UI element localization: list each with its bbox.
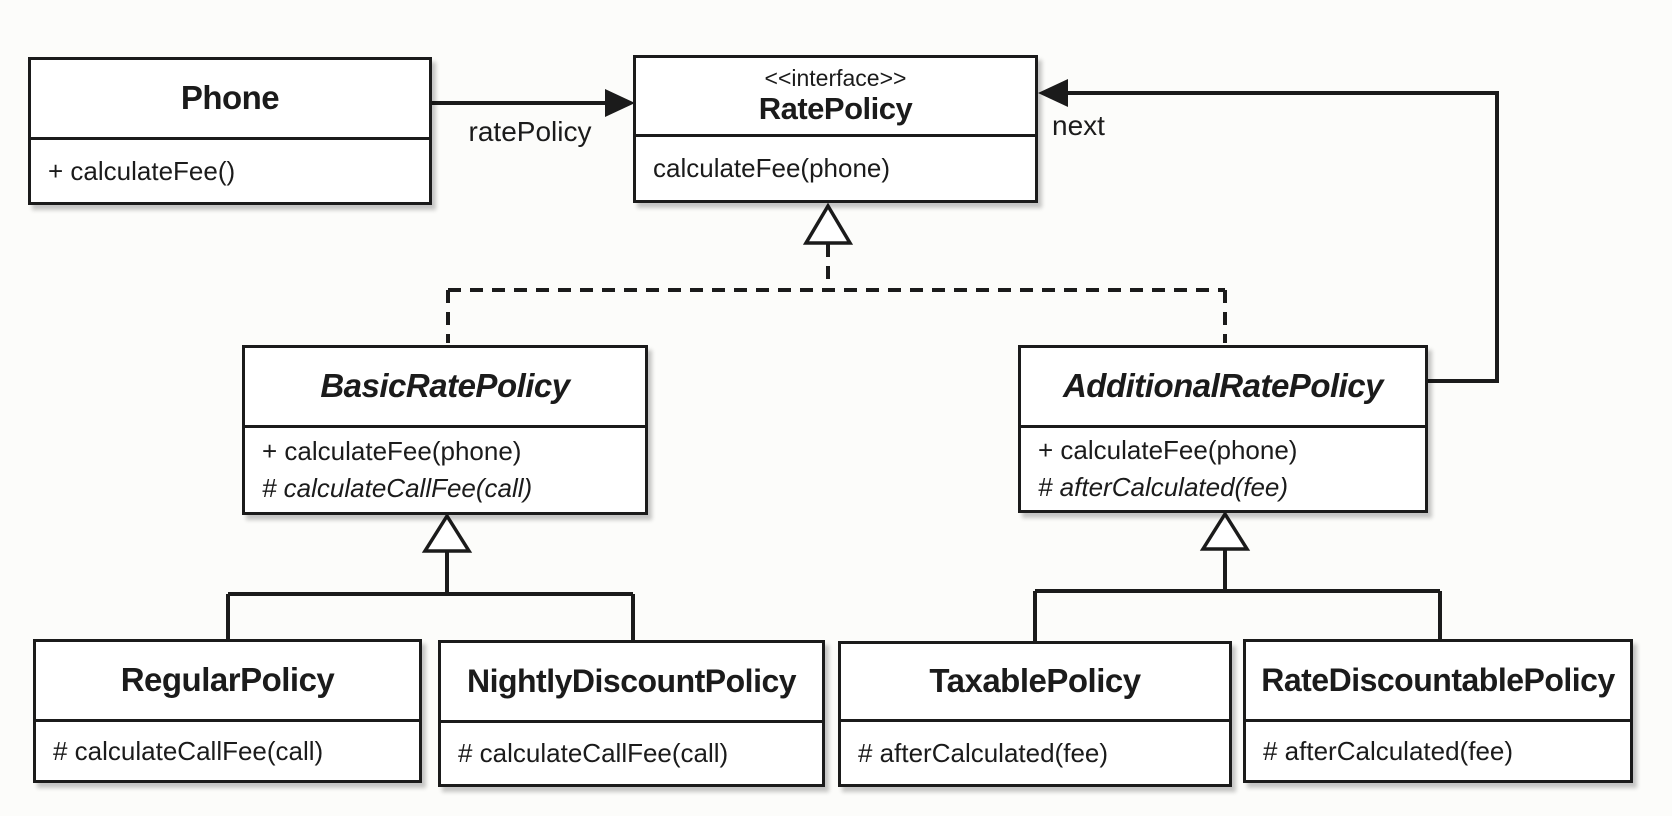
association-arrowhead-left-icon (1038, 79, 1068, 107)
method-calculatecallfee: # calculateCallFee(call) (53, 735, 324, 766)
method-aftercalculated: # afterCalculated(fee) (858, 737, 1109, 768)
realization-dashed-lines (446, 244, 1227, 343)
class-ratediscountablepolicy-title: RateDiscountablePolicy (1246, 642, 1630, 722)
class-additionalratepolicy-name: AdditionalRatePolicy (1062, 367, 1384, 405)
class-nightlydiscountpolicy-methods: # calculateCallFee(call) (441, 723, 822, 784)
class-regularpolicy-methods: # calculateCallFee(call) (36, 722, 419, 780)
class-ratediscountablepolicy: RateDiscountablePolicy # afterCalculated… (1243, 639, 1633, 783)
class-taxablepolicy: TaxablePolicy # afterCalculated(fee) (838, 641, 1232, 787)
generalization-left-triangle-icon (421, 512, 473, 553)
method-aftercalculated-abstract: # afterCalculated(fee) (1038, 472, 1289, 502)
method-calculatefee-phone: + calculateFee(phone) (1038, 435, 1298, 465)
realization-triangle-icon (802, 202, 854, 245)
method-calculatefee: + calculateFee() (48, 155, 236, 186)
class-additionalratepolicy-methods: + calculateFee(phone) # afterCalculated(… (1021, 428, 1425, 510)
class-ratepolicy-title: <<interface>> RatePolicy (636, 58, 1035, 137)
class-ratediscountablepolicy-methods: # afterCalculated(fee) (1246, 722, 1630, 780)
class-basicratepolicy-name: BasicRatePolicy (320, 367, 570, 405)
class-ratepolicy-methods: calculateFee(phone) (636, 137, 1035, 200)
class-basicratepolicy-title: BasicRatePolicy (245, 348, 645, 428)
method-calculatecallfee-abstract: # calculateCallFee(call) (262, 473, 533, 503)
class-nightlydiscountpolicy-name: NightlyDiscountPolicy (466, 662, 797, 699)
class-taxablepolicy-methods: # afterCalculated(fee) (841, 722, 1229, 784)
class-nightlydiscountpolicy: NightlyDiscountPolicy # calculateCallFee… (438, 640, 825, 787)
class-additionalratepolicy-title: AdditionalRatePolicy (1021, 348, 1425, 428)
class-regularpolicy-title: RegularPolicy (36, 642, 419, 722)
class-taxablepolicy-title: TaxablePolicy (841, 644, 1229, 722)
class-phone-title: Phone (31, 60, 429, 140)
method-calculatefee-phone: + calculateFee(phone) (262, 436, 522, 466)
generalization-left-lines (226, 552, 635, 640)
class-regularpolicy: RegularPolicy # calculateCallFee(call) (33, 639, 422, 783)
class-regularpolicy-name: RegularPolicy (120, 661, 335, 699)
class-phone-name: Phone (180, 79, 280, 117)
generalization-right-triangle-icon (1199, 510, 1251, 551)
association-label-ratepolicy: ratePolicy (468, 116, 592, 147)
association-next-line (1062, 91, 1499, 383)
association-arrowhead-right-icon (605, 89, 635, 117)
class-basicratepolicy: BasicRatePolicy + calculateFee(phone) # … (242, 345, 648, 515)
class-phone: Phone + calculateFee() (28, 57, 432, 205)
method-calculatefee-phone: calculateFee(phone) (653, 153, 891, 183)
method-calculatecallfee: # calculateCallFee(call) (458, 738, 729, 768)
interface-stereotype: <<interface>> (764, 65, 907, 92)
class-additionalratepolicy: AdditionalRatePolicy + calculateFee(phon… (1018, 345, 1428, 513)
association-label-next: next (1052, 110, 1105, 141)
class-basicratepolicy-methods: + calculateFee(phone) # calculateCallFee… (245, 428, 645, 512)
class-nightlydiscountpolicy-title: NightlyDiscountPolicy (441, 643, 822, 723)
class-ratediscountablepolicy-name: RateDiscountablePolicy (1261, 661, 1615, 698)
generalization-right-lines (1033, 550, 1442, 641)
method-aftercalculated: # afterCalculated(fee) (1263, 735, 1514, 766)
class-phone-methods: + calculateFee() (31, 140, 429, 202)
class-ratepolicy: <<interface>> RatePolicy calculateFee(ph… (633, 55, 1038, 203)
class-ratepolicy-name: RatePolicy (758, 91, 913, 127)
class-taxablepolicy-name: TaxablePolicy (929, 662, 1141, 700)
